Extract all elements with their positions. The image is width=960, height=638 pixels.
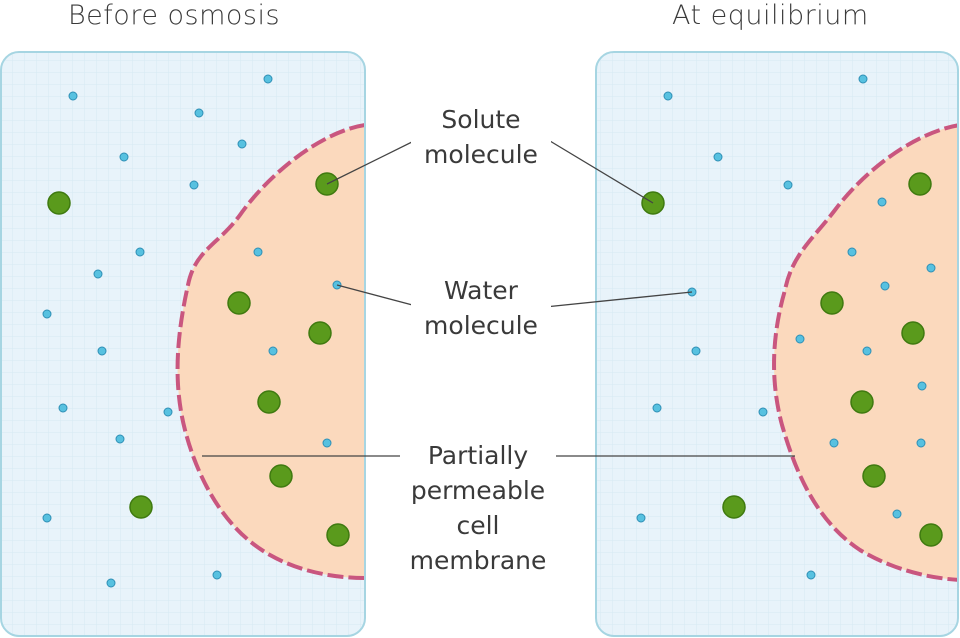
water-molecule [58,403,68,413]
membrane-right [772,123,958,582]
water-molecule [892,509,902,519]
water-molecule [917,381,927,391]
water-molecule [713,152,723,162]
water-molecule [691,346,701,356]
panel-at-equilibrium [595,51,959,637]
water-molecule [916,438,926,448]
water-molecule [880,281,890,291]
label-line: molecule [424,311,538,340]
water-molecule [194,108,204,118]
water-molecule [322,438,332,448]
leader-water-right [544,291,693,308]
solute-molecule [722,495,746,519]
water-molecule [106,578,116,588]
water-molecule [636,513,646,523]
water-molecule [926,263,936,273]
water-molecule [877,197,887,207]
solute-molecule [862,464,886,488]
water-molecule [119,152,129,162]
water-molecule [829,438,839,448]
label-membrane: Partially permeable cell membrane [400,438,556,578]
solute-molecule [901,321,925,345]
label-water-molecule: Water molecule [411,273,551,343]
water-molecule [212,570,222,580]
water-molecule [858,74,868,84]
solute-molecule [326,523,350,547]
water-molecule [758,407,768,417]
water-molecule [847,247,857,257]
leader-solute-left [326,137,421,185]
water-molecule [163,407,173,417]
solute-molecule [908,172,932,196]
water-molecule [806,570,816,580]
leader-lines [202,137,795,457]
title-at-equilibrium: At equilibrium [672,0,869,31]
water-molecule [115,434,125,444]
label-line: permeable [410,476,546,505]
water-molecule [237,139,247,149]
label-line: Water [444,276,518,305]
water-molecule [253,247,263,257]
water-molecule [652,403,662,413]
solute-molecule [129,495,153,519]
water-molecule [783,180,793,190]
water-molecule [263,74,273,84]
label-line: membrane [409,546,547,575]
solute-molecule [850,390,874,414]
label-line: Solute [441,105,521,134]
water-molecule [189,180,199,190]
water-molecule [93,269,103,279]
solute-molecule [257,390,281,414]
solute-molecule [308,321,332,345]
label-line: molecule [424,140,538,169]
leader-water-left [336,284,421,308]
membrane-left [175,123,365,580]
water-molecule [135,247,145,257]
water-molecule [97,346,107,356]
label-line: Partially [427,441,529,470]
water-molecule [68,91,78,101]
title-before-osmosis: Before osmosis [68,0,281,31]
solute-molecule [227,291,251,315]
solute-molecule [820,291,844,315]
label-line: cell [456,511,500,540]
water-molecule [795,334,805,344]
panel-left-border [0,51,366,637]
water-molecule [268,346,278,356]
water-molecule [42,309,52,319]
water-molecule [663,91,673,101]
leader-solute-right [544,137,654,204]
water-molecule [862,346,872,356]
panel-before-osmosis [0,51,366,637]
panel-right-border [595,51,959,637]
label-solute-molecule: Solute molecule [411,102,551,172]
solute-molecule [919,523,943,547]
solute-molecule [269,464,293,488]
water-molecule [42,513,52,523]
solute-molecule [47,191,71,215]
